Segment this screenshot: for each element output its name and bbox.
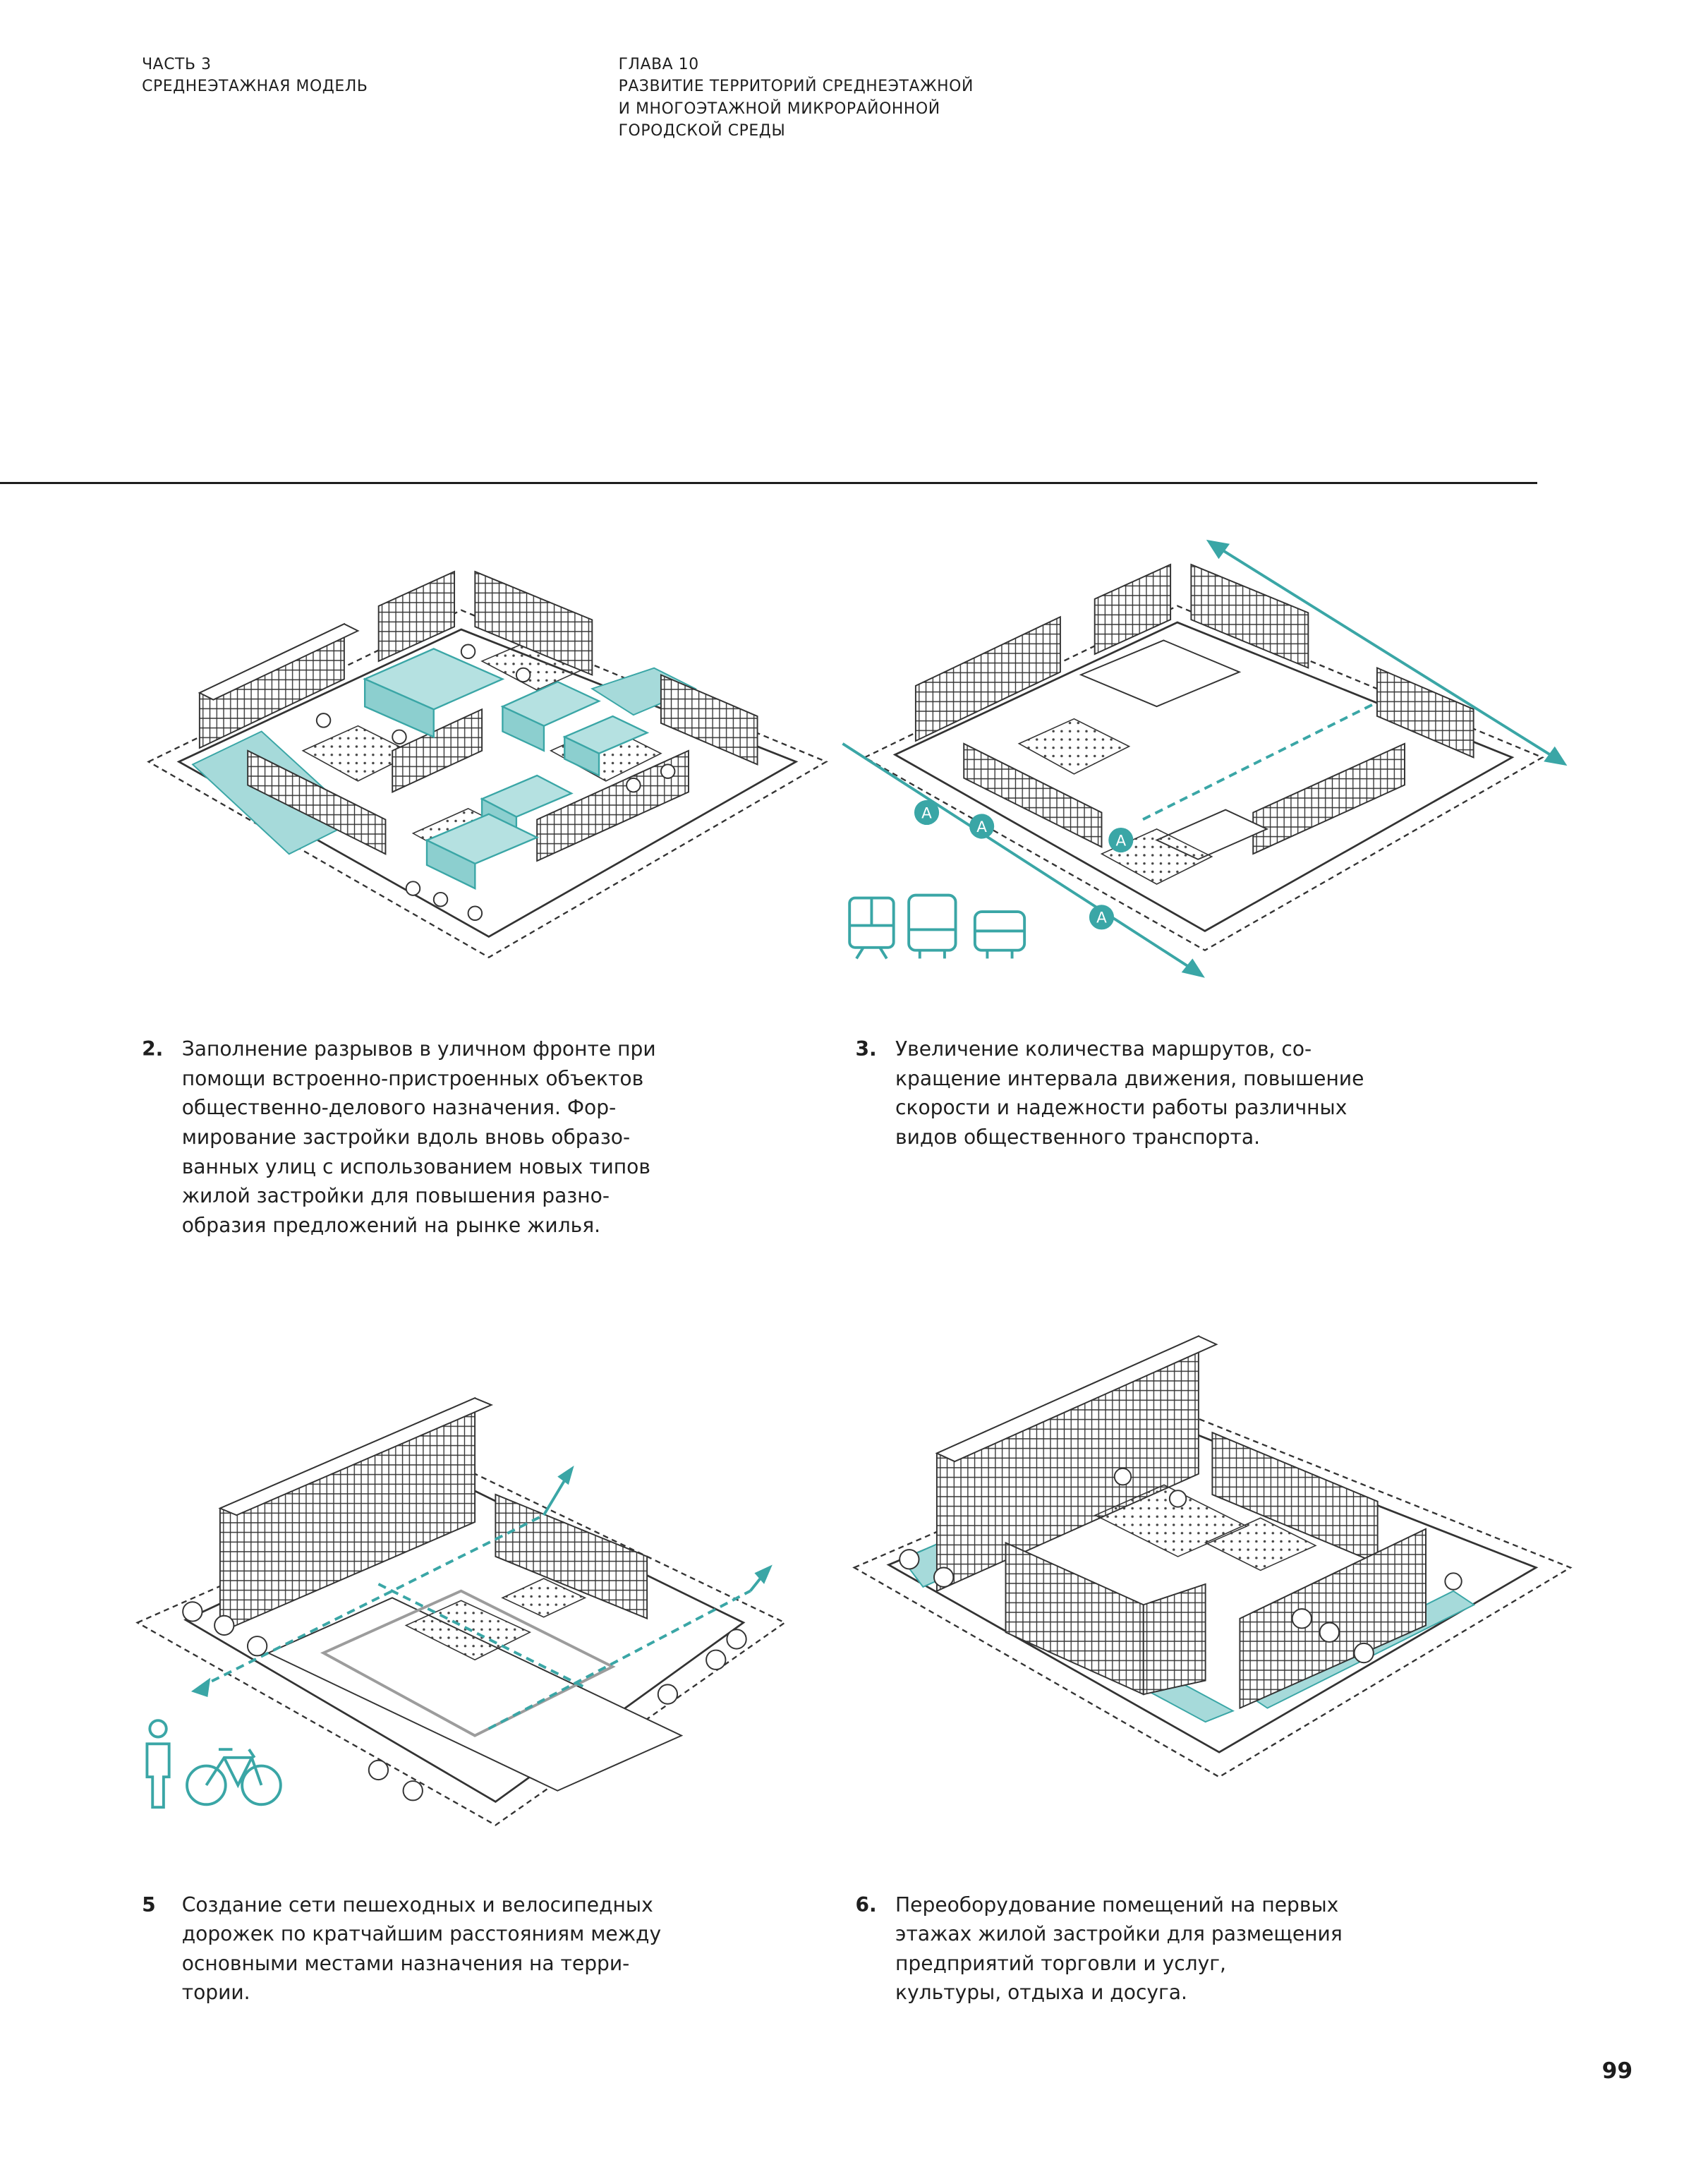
caption-line: ванных улиц с использованием новых типов (181, 1154, 650, 1178)
caption-item: 6. Переоборудование помещений на первых … (855, 1890, 1434, 2015)
transit-stop-label: A (1116, 833, 1127, 850)
chapter-title-line: И МНОГОЭТАЖНОЙ МИКРОРАЙОННОЙ (618, 99, 940, 118)
running-header-part: ЧАСТЬ 3 СРЕДНЕЭТАЖНАЯ МОДЕЛЬ (142, 54, 368, 97)
caption-line: этажах жилой застройки для размещения (895, 1922, 1343, 1946)
caption-item: 2. Заполнение разрывов в уличном фронте … (142, 1034, 720, 1241)
bicycle-icon (186, 1748, 283, 1806)
caption-line: предприятий торговли и услуг, (895, 1951, 1226, 1975)
transit-stop-markers: A A A A (914, 800, 1134, 930)
minibus-icon (974, 910, 1026, 959)
caption-line: Заполнение разрывов в уличном фронте при (181, 1037, 656, 1061)
transit-stop-label: A (1097, 910, 1108, 927)
caption-line: кращение интервала движения, повышение (895, 1066, 1364, 1090)
transit-stop-label: A (977, 819, 988, 836)
caption-line: скорости и надежности работы различных (895, 1096, 1347, 1120)
header-divider (0, 482, 1537, 485)
chapter-title-line: ГОРОДСКОЙ СРЕДЫ (618, 121, 786, 140)
caption-number: 2. (142, 1037, 164, 1061)
caption-number: 6. (855, 1893, 877, 1917)
illustration-infill-street-front (138, 544, 840, 971)
running-header-chapter: ГЛАВА 10 РАЗВИТИЕ ТЕРРИТОРИЙ СРЕДНЕЭТАЖН… (619, 54, 974, 142)
caption-item: 3. Увеличение количества маршрутов, со- … (855, 1034, 1434, 1159)
caption-line: видов общественного транспорта. (895, 1125, 1261, 1149)
page-number: 99 (1601, 2058, 1633, 2084)
chapter-number: ГЛАВА 10 (618, 56, 699, 74)
caption-line: Увеличение количества маршрутов, со- (895, 1037, 1312, 1061)
caption-line: мирование застройки вдоль вновь образо- (181, 1125, 631, 1149)
caption-number: 3. (855, 1037, 877, 1061)
caption-line: тории. (181, 1981, 250, 2005)
illustration-public-transport: A A A A (826, 537, 1577, 991)
caption-line: образия предложений на рынке жилья. (181, 1213, 601, 1237)
pedestrian-icon (145, 1719, 171, 1809)
transit-stop-label: A (922, 805, 933, 823)
illustration-ground-floor-conversion (847, 1322, 1577, 1791)
caption-line: дорожек по кратчайшим расстояниям между (181, 1922, 662, 1946)
caption-item: 5 Создание сети пешеходных и велосипедны… (142, 1890, 720, 2015)
caption-line: Создание сети пешеходных и велосипедных (181, 1893, 653, 1917)
chapter-title-line: РАЗВИТИЕ ТЕРРИТОРИЙ СРЕДНЕЭТАЖНОЙ (618, 78, 974, 96)
caption-line: культуры, отдыха и досуга. (895, 1981, 1187, 2005)
caption-line: Переоборудование помещений на первых (895, 1893, 1339, 1917)
part-title: СРЕДНЕЭТАЖНАЯ МОДЕЛЬ (142, 78, 368, 96)
tram-icon (848, 896, 896, 960)
caption-line: основными местами назначения на терри- (181, 1951, 630, 1975)
caption-line: общественно-делового назначения. Фор- (181, 1096, 617, 1120)
bus-icon (907, 894, 957, 959)
caption-line: помощи встроенно-пристроенных объектов (181, 1066, 644, 1090)
part-number: ЧАСТЬ 3 (142, 56, 212, 74)
caption-line: жилой застройки для повышения разно- (181, 1184, 610, 1208)
caption-number: 5 (142, 1893, 156, 1917)
illustration-pedestrian-network (131, 1377, 792, 1846)
